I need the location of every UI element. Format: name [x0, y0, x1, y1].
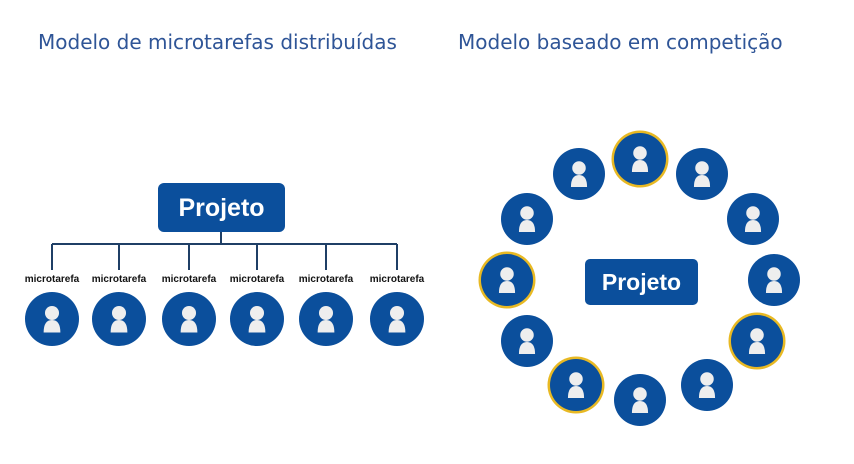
user-icon — [248, 305, 266, 333]
user-icon — [744, 206, 762, 232]
user-icon — [180, 305, 198, 333]
user-icon — [43, 305, 61, 333]
user-icon — [518, 206, 536, 232]
user-icon — [631, 387, 649, 413]
user-icon — [110, 305, 128, 333]
microtask-label: microtarefa — [299, 274, 354, 285]
participant-avatar — [611, 130, 669, 188]
participant-avatar — [478, 251, 536, 309]
worker-avatar — [230, 292, 284, 346]
participant-avatar — [748, 254, 800, 306]
right-project-box: Projeto — [585, 259, 698, 305]
participant-avatar — [614, 374, 666, 426]
microtask-label: microtarefa — [230, 274, 285, 285]
microtask-label: microtarefa — [162, 274, 217, 285]
worker-avatar — [25, 292, 79, 346]
participant-avatar — [501, 315, 553, 367]
competition-participants — [478, 130, 800, 426]
user-icon — [693, 161, 711, 187]
participant-avatar — [547, 356, 605, 414]
worker-avatar — [299, 292, 353, 346]
participant-avatar — [501, 193, 553, 245]
user-icon — [570, 161, 588, 187]
tree-connectors — [51, 232, 398, 270]
user-icon — [498, 267, 516, 293]
user-icon — [567, 372, 585, 398]
participant-avatar — [727, 193, 779, 245]
user-icon — [631, 146, 649, 172]
right-project-label: Projeto — [602, 269, 681, 295]
participant-avatar — [676, 148, 728, 200]
right-title: Modelo baseado em competição — [458, 30, 783, 54]
microtask-label: microtarefa — [92, 274, 147, 285]
user-icon — [388, 305, 406, 333]
user-icon — [317, 305, 335, 333]
microtask-label: microtarefa — [25, 274, 80, 285]
microtask-label: microtarefa — [370, 274, 425, 285]
left-title: Modelo de microtarefas distribuídas — [38, 30, 397, 54]
user-icon — [518, 328, 536, 354]
user-icon — [765, 267, 783, 293]
participant-avatar — [728, 312, 786, 370]
left-project-label: Projeto — [178, 194, 264, 222]
worker-avatar — [162, 292, 216, 346]
user-icon — [698, 372, 716, 398]
worker-avatar — [92, 292, 146, 346]
left-project-box: Projeto — [158, 183, 285, 232]
participant-avatar — [553, 148, 605, 200]
participant-avatar — [681, 359, 733, 411]
worker-avatar — [370, 292, 424, 346]
microtask-workers: microtarefa microtarefa microtarefa microta… — [25, 274, 425, 346]
user-icon — [748, 328, 766, 354]
